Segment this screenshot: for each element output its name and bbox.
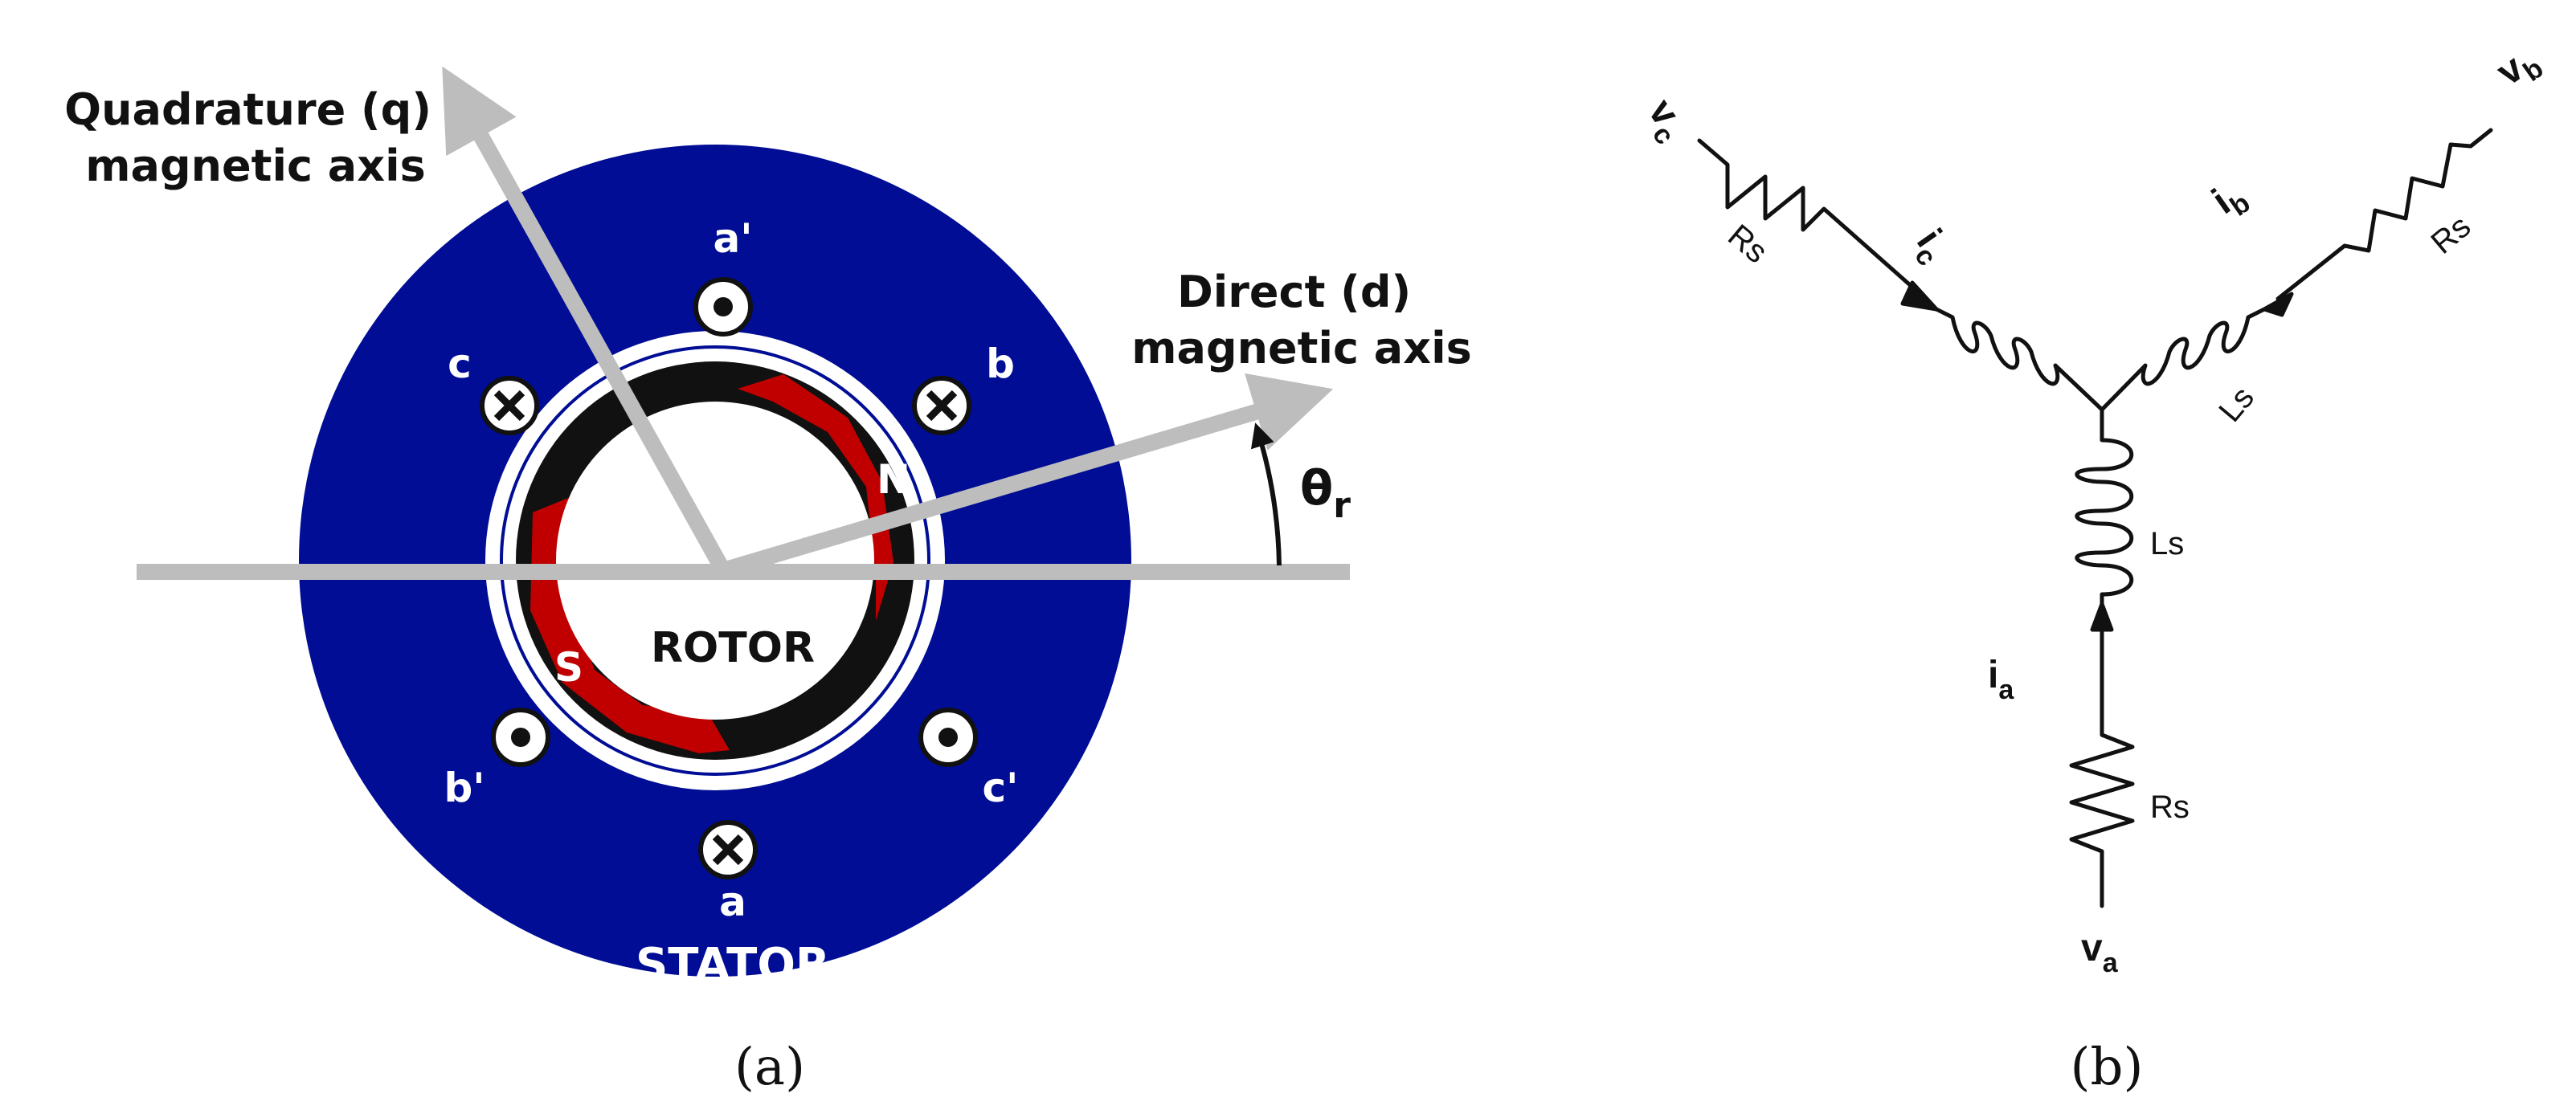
quadrature-axis-arrow: [442, 66, 730, 574]
svg-text:va: va: [2081, 927, 2119, 978]
caption-b: (b): [2071, 1038, 2144, 1097]
panel-b-labels: vc vb va ic ib ia Rs Rs Rs Ls Ls (b): [1634, 37, 2549, 1097]
svg-text:Direct (d) magnetic axis: Direct (d) magnetic axis: [1131, 267, 1471, 373]
ls-a-label: Ls: [2150, 526, 2184, 561]
svg-text:ib: ib: [2205, 172, 2256, 228]
rs-b-label: Rs: [2425, 209, 2478, 261]
svg-text:vb: vb: [2489, 37, 2549, 100]
phase-c-wire: [1697, 138, 1924, 298]
va-subscript: a: [2103, 948, 2119, 978]
magnet-south: [530, 496, 730, 753]
conductor-a-prime-dot: [693, 277, 753, 337]
conductor-c-cross: [480, 376, 539, 435]
d-axis-label-line1: Direct (d): [1177, 267, 1411, 317]
current-arrow-b: [2262, 292, 2294, 317]
conductor-b-cross: [912, 376, 971, 435]
ls-b-label: Ls: [2212, 380, 2261, 429]
conductor-b-prime-dot: [491, 708, 550, 767]
q-axis-label-line1: Quadrature (q): [64, 84, 431, 135]
caption-a: (a): [734, 1038, 805, 1097]
conductor-a-cross: [698, 820, 758, 879]
conductor-label-c-prime: c': [983, 765, 1019, 811]
panel-a-motor-cross-section: Quadrature (q) magnetic axis Direct (d) …: [64, 66, 1472, 1097]
conductor-label-b: b: [986, 341, 1015, 387]
phase-a-wire: [2069, 602, 2135, 908]
theta-angle-arc: [1250, 422, 1282, 566]
rotor-label: ROTOR: [651, 624, 815, 672]
ia-subscript: a: [1998, 675, 2014, 705]
va-label: v: [2081, 927, 2103, 969]
conductor-label-a-prime: a': [713, 215, 752, 262]
rs-a-label: Rs: [2150, 790, 2190, 825]
conductor-c-prime-dot: [918, 708, 978, 767]
magnet-north: [738, 374, 893, 621]
conductor-label-b-prime: b': [444, 765, 485, 811]
theta-subscript: r: [1333, 485, 1351, 526]
svg-text:ia: ia: [1988, 654, 2014, 705]
ia-label: i: [1988, 654, 1998, 696]
rs-c-label: Rs: [1721, 218, 1774, 270]
svg-text:Quadrature (q) magnetic: Quadrature (q) magnetic axis: [64, 84, 447, 191]
direct-axis-arrow: [721, 373, 1334, 578]
phase-b-wire: [2275, 128, 2493, 301]
inductor-a: [2075, 423, 2134, 606]
conductor-label-c: c: [448, 341, 472, 387]
stator-inner-edge: [500, 345, 930, 776]
q-axis-label-line2: magnetic axis: [85, 141, 425, 191]
theta-label: θ: [1300, 460, 1333, 516]
pole-north-label: N: [877, 456, 910, 503]
inductor-b: [2100, 307, 2267, 412]
conductor-label-a: a: [719, 879, 746, 925]
stator-label: STATOR: [636, 939, 830, 991]
svg-text:vc: vc: [1634, 92, 1696, 150]
current-arrow-a: [2090, 602, 2114, 632]
inductor-c: [1934, 307, 2104, 428]
svg-text:θr: θr: [1300, 460, 1351, 526]
current-arrow-c: [1900, 280, 1939, 312]
svg-text:ic: ic: [1903, 222, 1958, 271]
d-axis-label-line2: magnetic axis: [1131, 323, 1471, 373]
pole-south-label: S: [554, 644, 583, 691]
panel-b-wye-circuit: [1697, 128, 2493, 908]
